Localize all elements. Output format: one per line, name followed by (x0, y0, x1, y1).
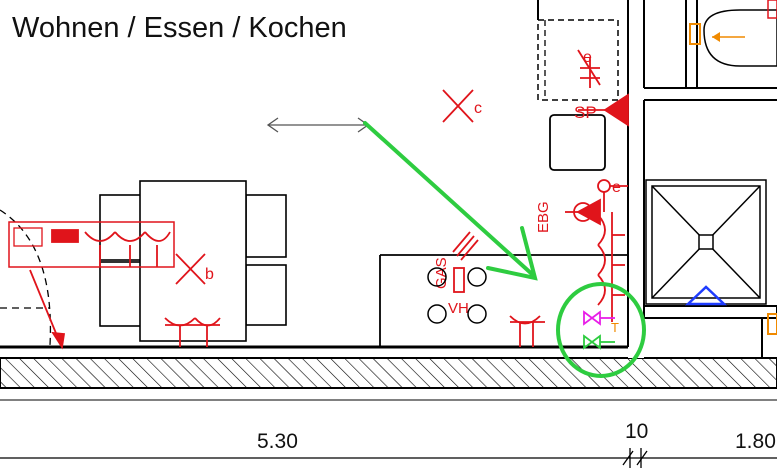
socket-icon (597, 212, 625, 322)
label-vh: VH (448, 300, 469, 317)
x-light-icon (175, 253, 206, 285)
tag-c: c (474, 100, 482, 117)
dimension-wall: 10 (625, 420, 649, 443)
tag-e-right: e (612, 179, 621, 196)
gas-icon (452, 231, 479, 293)
switch-icon (8, 221, 175, 268)
switch-icon (577, 49, 601, 88)
valve-icon (767, 313, 777, 335)
green-circle-icon (556, 282, 646, 378)
outer-wall (0, 345, 777, 401)
label-sp: SP (574, 103, 597, 122)
label-ebg: EBG (535, 201, 552, 233)
valve-icon (583, 310, 615, 326)
label-t: T (611, 320, 619, 335)
room-title: Wohnen / Essen / Kochen (12, 12, 347, 44)
electrical-layer (8, 49, 629, 350)
double-arrow-icon (266, 117, 370, 133)
wall-light-icon (578, 93, 629, 127)
dimension-right: 1.80 (735, 430, 776, 453)
sink (427, 267, 487, 324)
socket-icon (164, 317, 221, 347)
water-valves: T (583, 310, 619, 350)
tag-e-top: e (583, 49, 592, 66)
green-arrow-icon (363, 121, 538, 281)
wall-light-icon (565, 179, 628, 226)
valve-icon (583, 334, 615, 350)
door-swing (0, 209, 52, 346)
toilet (689, 0, 777, 67)
dimension-main: 5.30 (257, 430, 298, 453)
x-light-icon (442, 89, 474, 123)
shower-tray (645, 179, 767, 306)
dimension-line (0, 448, 777, 468)
kitchen-counter (379, 19, 628, 347)
socket-icon (509, 315, 545, 347)
tag-b: b (205, 266, 214, 283)
symbol-labels: c b e e SP EBG GAS VH (205, 49, 621, 317)
interior-walls (537, 0, 777, 358)
dining-table (99, 180, 287, 342)
